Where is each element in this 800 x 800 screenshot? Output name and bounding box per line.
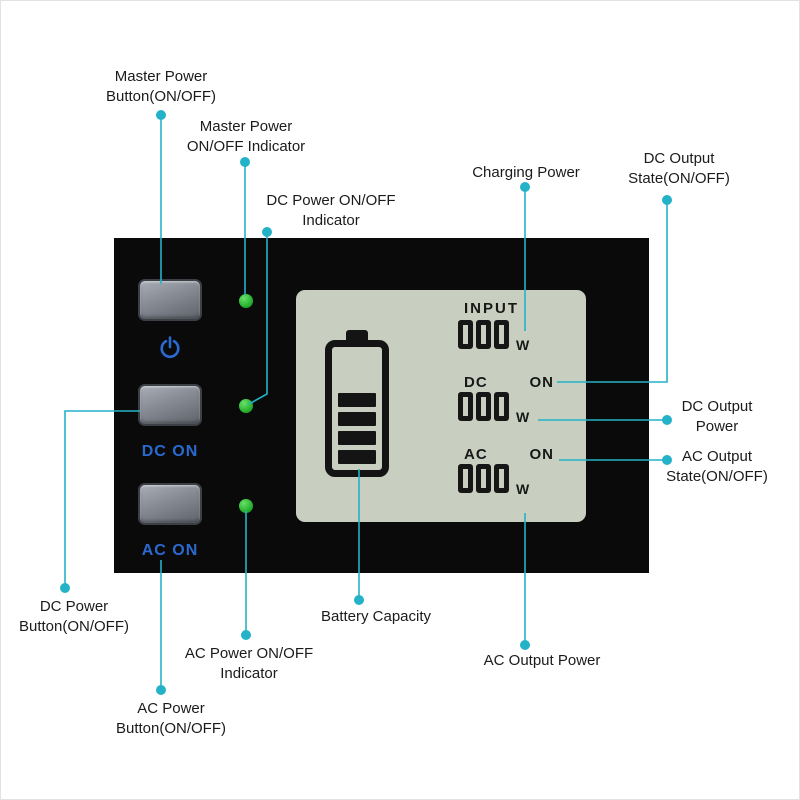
label-battery-capacity: Battery Capacity <box>320 608 432 625</box>
leader-dot <box>241 630 251 640</box>
lcd-ac-power-value: W <box>458 464 529 498</box>
leader-dot <box>354 595 364 605</box>
label-ac-output-state: AC Output State(ON/OFF) <box>666 448 768 485</box>
ac-power-indicator-led <box>239 499 253 513</box>
lcd-input-label: INPUT <box>464 300 519 317</box>
battery-bar <box>338 412 376 426</box>
label-ac-output-power: AC Output Power <box>483 652 601 669</box>
lcd-dc-power-value: W <box>458 392 529 426</box>
battery-cap <box>346 330 368 341</box>
lcd-dc-state: ON <box>529 374 554 391</box>
ac-on-label: AC ON <box>141 542 199 559</box>
lcd-ac-state-row: AC ON <box>464 446 554 463</box>
label-ac-power-button: AC Power Button(ON/OFF) <box>115 700 227 737</box>
label-master-power-button: Master Power Button(ON/OFF) <box>105 68 217 105</box>
lcd-input-digits <box>458 320 512 354</box>
leader-dot <box>520 182 530 192</box>
label-dc-power-indicator: DC Power ON/OFF Indicator <box>266 192 396 229</box>
lcd-dc-digits <box>458 392 512 426</box>
leader-dot <box>156 685 166 695</box>
device-panel: DC ON AC ON INPUT W DC ON <box>114 238 649 573</box>
lcd-ac-digits <box>458 464 512 498</box>
lcd-input-power-value: W <box>458 320 529 354</box>
label-dc-power-button: DC Power Button(ON/OFF) <box>18 598 130 635</box>
master-power-indicator-led <box>239 294 253 308</box>
label-master-power-indicator: Master Power ON/OFF Indicator <box>186 118 306 155</box>
lcd-ac-unit: W <box>516 481 530 497</box>
lcd-ac-label: AC <box>464 446 488 463</box>
leader-dot <box>662 195 672 205</box>
lcd-input-unit: W <box>516 337 530 353</box>
lcd-dc-unit: W <box>516 409 530 425</box>
dc-power-button[interactable] <box>138 384 202 426</box>
leader-dot <box>60 583 70 593</box>
power-icon <box>160 336 180 358</box>
battery-bars <box>338 388 376 464</box>
battery-bar <box>338 450 376 464</box>
label-dc-output-state: DC Output State(ON/OFF) <box>628 150 730 187</box>
label-charging-power: Charging Power <box>472 164 580 181</box>
battery-body <box>325 340 389 477</box>
lcd-dc-label: DC <box>464 374 488 391</box>
label-dc-output-power: DC Output Power <box>681 398 753 435</box>
lcd-dc-state-row: DC ON <box>464 374 554 391</box>
leader-dot <box>240 157 250 167</box>
ac-power-button[interactable] <box>138 483 202 525</box>
lcd-ac-state: ON <box>529 446 554 463</box>
master-power-button[interactable] <box>138 279 202 321</box>
leader-dot <box>662 415 672 425</box>
dc-on-label: DC ON <box>141 443 199 460</box>
lcd-display: INPUT W DC ON W AC ON W <box>296 290 586 522</box>
battery-bar <box>338 393 376 407</box>
leader-ac-power-button <box>156 560 166 695</box>
battery-icon <box>324 330 390 480</box>
leader-dot <box>520 640 530 650</box>
label-ac-power-indicator: AC Power ON/OFF Indicator <box>184 645 314 682</box>
leader-dot <box>156 110 166 120</box>
battery-bar <box>338 431 376 445</box>
dc-power-indicator-led <box>239 399 253 413</box>
